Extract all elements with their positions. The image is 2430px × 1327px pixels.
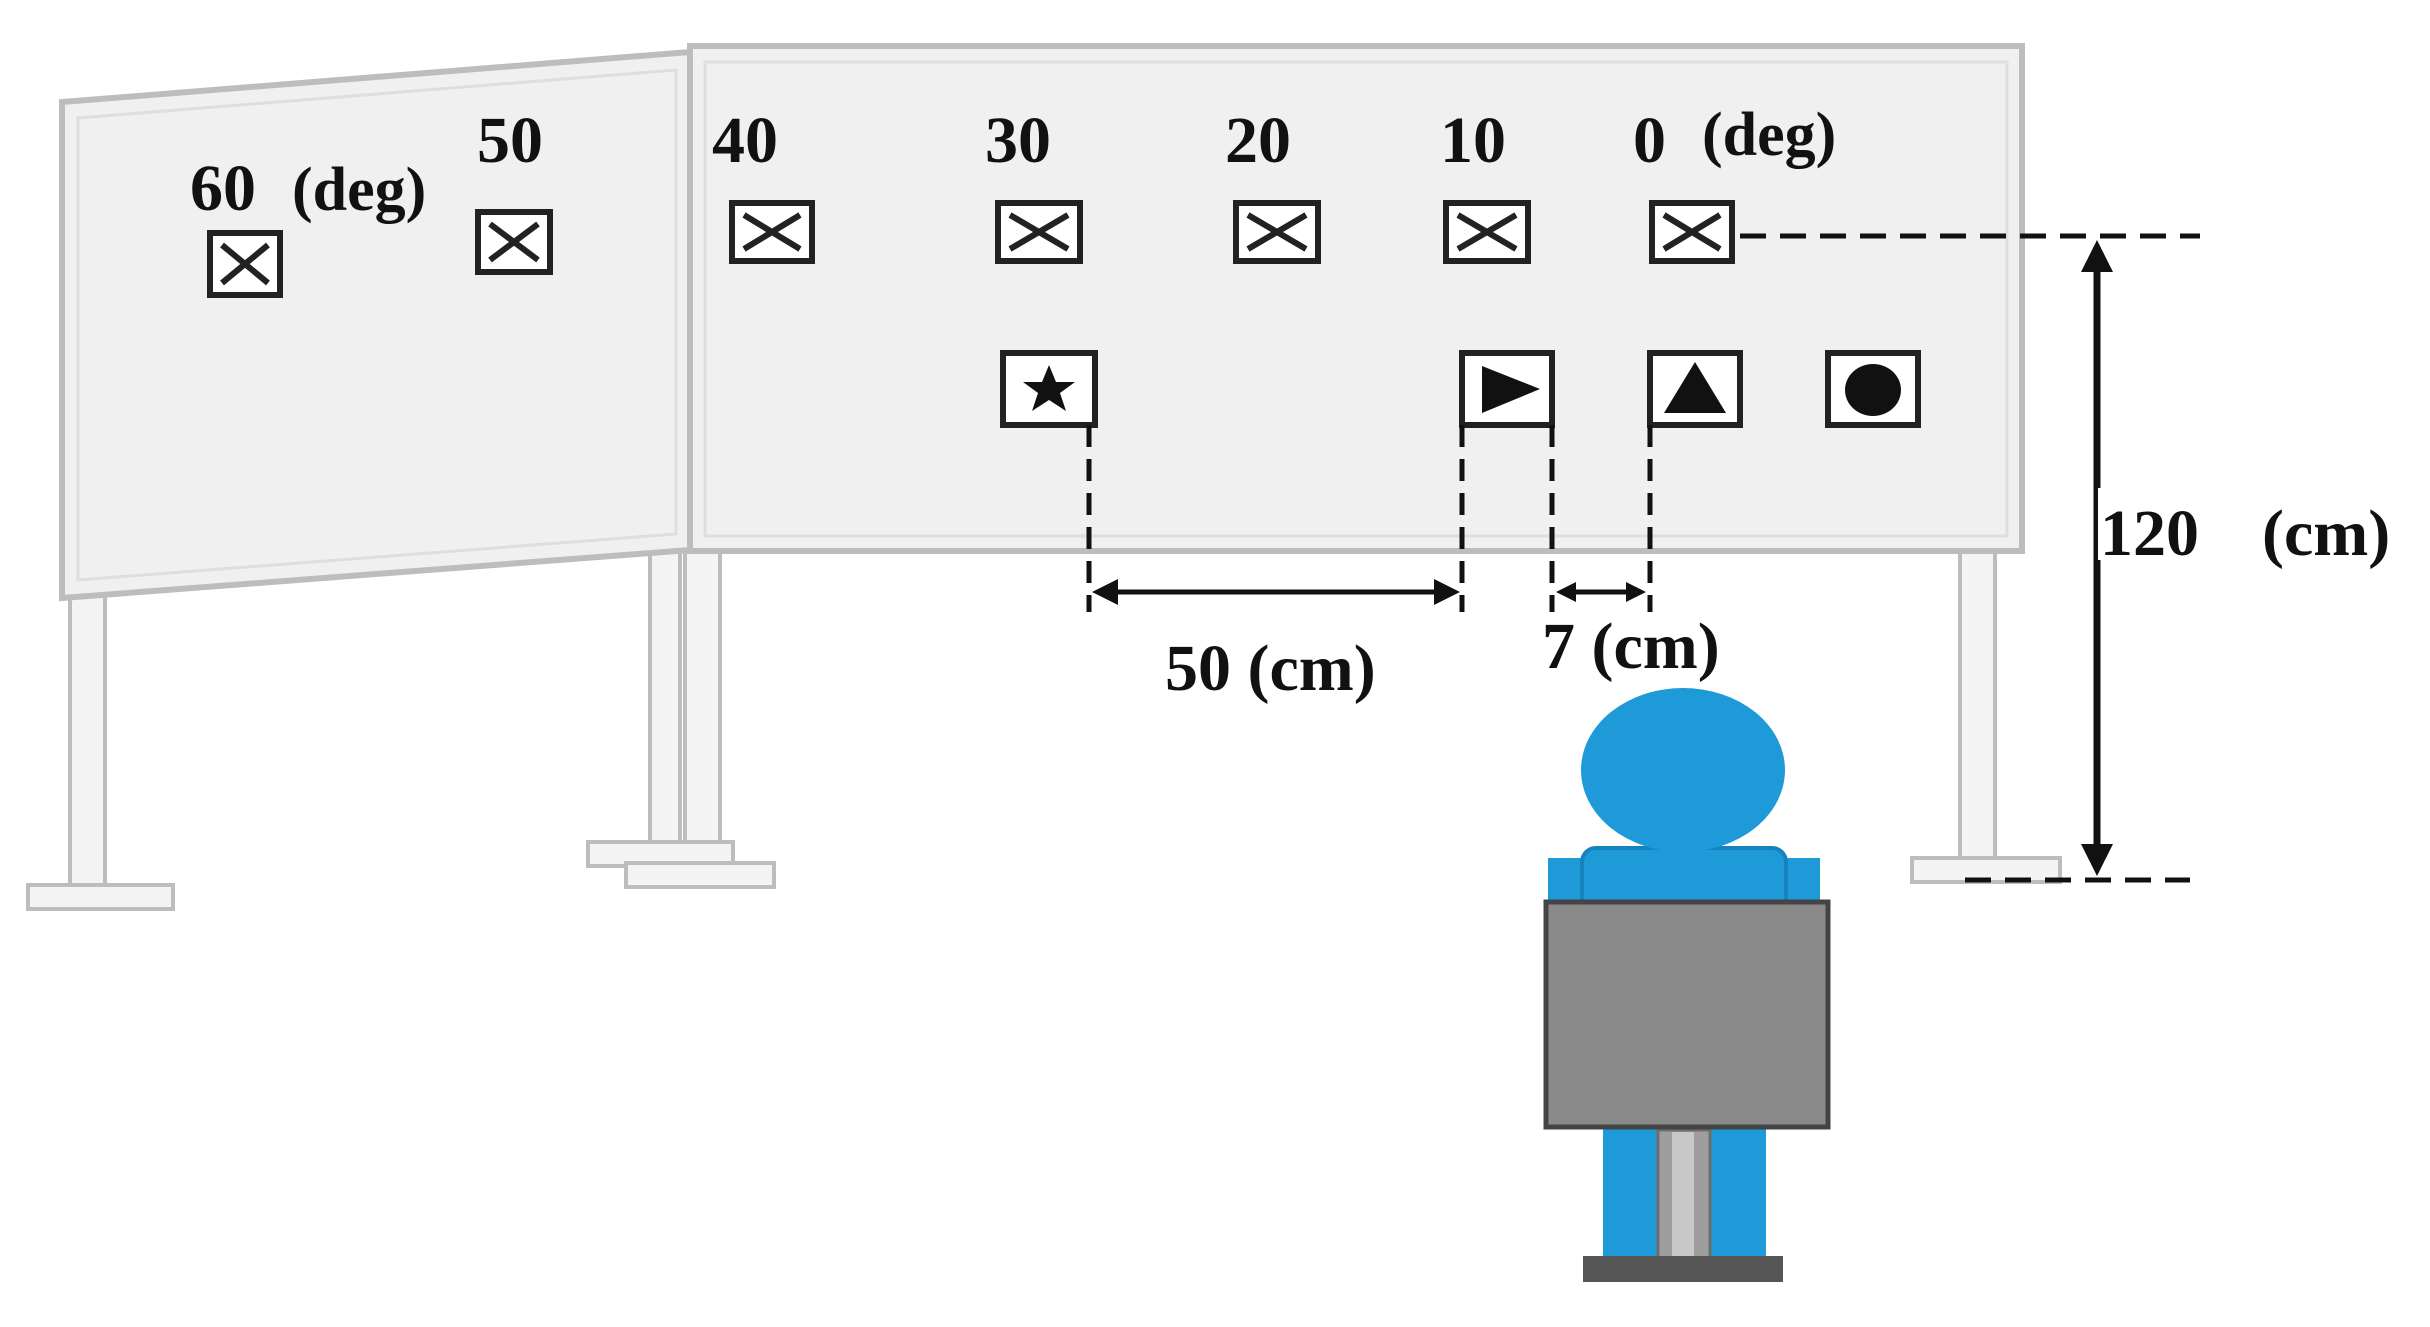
middle-leg-front: [683, 548, 722, 872]
angle-marker-50: [475, 209, 553, 275]
angle-label-10: 10: [1440, 104, 1506, 177]
front-board-inner: [703, 60, 2009, 538]
right-triangle-target: [1459, 350, 1555, 428]
symbol-targets: [1000, 350, 1921, 428]
chair-base: [1583, 1256, 1783, 1282]
right-triangle-icon: [1482, 366, 1540, 413]
angle-labels: 60 (deg) 50 40 30 20 10 0 (deg): [190, 101, 1836, 225]
circle-target: [1825, 350, 1921, 428]
angle-marker-60: [207, 230, 283, 298]
participant-head: [1581, 688, 1785, 852]
angle-marker-30: [995, 200, 1083, 264]
arrow-50cm-right-head: [1434, 579, 1460, 605]
label-50cm: 50 (cm): [1165, 632, 1376, 705]
arrow-7cm-right-head: [1626, 582, 1646, 602]
angle-label-50: 50: [477, 104, 543, 177]
label-120-backdrop: [2098, 488, 2228, 560]
left-foot: [26, 883, 175, 911]
angle-unit-left: (deg): [292, 156, 426, 224]
angle-marker-0: [1649, 200, 1735, 264]
participant-legs-left: [1603, 1118, 1661, 1258]
arrow-7cm-left-head: [1556, 582, 1576, 602]
chair-backrest: [1543, 899, 1831, 1130]
angle-marker-40: [729, 200, 815, 264]
chair-post-highlight: [1672, 1132, 1694, 1258]
middle-leg-back: [648, 548, 682, 857]
middle-foot-front: [624, 861, 776, 889]
angle-label-40: 40: [712, 104, 778, 177]
label-7cm: 7 (cm): [1542, 610, 1720, 683]
arrow-50cm-left-head: [1092, 579, 1118, 605]
seated-participant: [1543, 688, 1831, 1282]
arrow-120cm-top-head: [2081, 240, 2113, 272]
angle-marker-10: [1443, 200, 1531, 264]
participant-legs-right: [1708, 1118, 1766, 1258]
up-triangle-target: [1647, 350, 1743, 428]
arrow-heads: [1092, 240, 2113, 876]
left-leg: [68, 588, 107, 892]
measurement-labels: 50 (cm) 7 (cm) 120 (cm): [1165, 488, 2390, 705]
right-leg: [1958, 548, 1997, 867]
star-icon: [1023, 365, 1075, 411]
left-board-inner: [76, 68, 678, 582]
angle-label-20: 20: [1225, 104, 1291, 177]
up-triangle-icon: [1664, 362, 1726, 413]
arrow-120cm-bottom-head: [2081, 844, 2113, 876]
left-board: [59, 48, 693, 602]
display-boards: [59, 43, 2025, 602]
label-120: 120: [2100, 497, 2199, 570]
star-target: [1000, 350, 1098, 428]
circle-icon: [1845, 364, 1901, 416]
angle-label-30: 30: [985, 104, 1051, 177]
angle-label-0: 0: [1633, 104, 1666, 177]
angle-label-60: 60: [190, 152, 256, 225]
label-120-unit: (cm): [2262, 497, 2390, 570]
angle-unit-right: (deg): [1702, 101, 1836, 169]
angle-markers: [207, 200, 1735, 298]
angle-marker-20: [1233, 200, 1321, 264]
front-board: [687, 43, 2025, 554]
